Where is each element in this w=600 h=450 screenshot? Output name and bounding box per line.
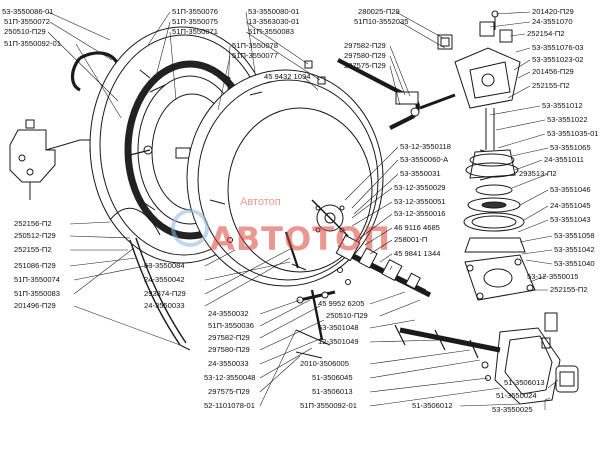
adjusting-lever	[295, 289, 336, 359]
part-label: 46 9116 4685	[394, 223, 440, 232]
part-label: 51П-3550083	[14, 289, 60, 298]
assembly-drawing	[9, 10, 579, 405]
part-label: 53-3551012	[542, 101, 583, 110]
part-label: 53-3551035-01	[547, 129, 599, 138]
brake-drum-shield	[186, 69, 384, 287]
brake-chamber-stack	[419, 10, 536, 301]
part-label: 24-3550032	[208, 309, 249, 318]
part-label: 53-3551022	[547, 115, 588, 124]
part-label: 12-3501049	[318, 337, 359, 346]
part-label: 252155-П2	[550, 285, 588, 294]
part-label: 45 9952 6205	[318, 299, 364, 308]
part-label: 53-3551042	[554, 245, 595, 254]
part-label: 53-3550060-А	[400, 155, 449, 164]
part-label: 53-3550084	[144, 261, 185, 270]
watermark-main: АВТОТОП	[210, 220, 391, 258]
part-label: 280025-П29	[358, 7, 400, 16]
part-label: 53-3501048	[318, 323, 359, 332]
part-label: 51П-3550074	[14, 275, 60, 284]
part-label: 52-1101078-01	[204, 401, 255, 410]
part-label: 53-12-3550048	[204, 373, 256, 382]
part-label: 51П-3550075	[172, 17, 218, 26]
part-label: 53-3550086-01	[2, 7, 54, 16]
part-label: 201420-П29	[532, 7, 574, 16]
air-pipe	[337, 58, 420, 130]
parking-cable	[109, 207, 233, 351]
part-label: 297582-П29	[208, 333, 250, 342]
part-label: 53-12-3550016	[394, 209, 446, 218]
part-label: 252155-П2	[532, 81, 570, 90]
part-label: 250510-П29	[4, 27, 46, 36]
part-label: 53-3551058	[554, 231, 595, 240]
part-label: 51-3506013	[312, 387, 353, 396]
part-label: 51П-3550077	[232, 51, 278, 60]
part-label: 252154-П2	[527, 29, 565, 38]
part-label: 293513-П2	[519, 169, 557, 178]
part-label: 53-3551046	[550, 185, 591, 194]
part-label: 53-3550031	[400, 169, 441, 178]
part-label: 51П10-3552035	[354, 17, 408, 26]
fasteners-center	[284, 60, 351, 285]
part-label: 201496-П29	[14, 301, 56, 310]
part-label: 51-3506045	[312, 373, 353, 382]
part-label: 251086-П29	[14, 261, 56, 270]
part-label: 51-3550024	[496, 391, 537, 400]
part-label: 51П-3550071	[172, 27, 218, 36]
part-label: 51П-3550083	[248, 27, 294, 36]
part-label: 53-3551065	[550, 143, 591, 152]
part-label: 252156-П2	[14, 219, 52, 228]
part-label: 250510-П29	[326, 311, 368, 320]
part-label: 201456-П29	[532, 67, 574, 76]
part-label: 24-3551011	[544, 155, 584, 164]
part-label: 293374-П29	[144, 289, 186, 298]
watermark-small: Автотоп	[240, 196, 281, 208]
part-label: 51П-3550036	[208, 321, 254, 330]
leader-lines	[47, 11, 559, 410]
part-label: 24-3550033	[208, 359, 249, 368]
part-label: 51П-3550092-01	[300, 401, 357, 410]
part-label: 24-3550042	[144, 275, 185, 284]
part-label: 53-3551043	[550, 215, 591, 224]
shaft-assembly	[335, 234, 432, 298]
part-labels: 53-3550086-01 51П-3550072 250510-П29 51П…	[2, 7, 599, 414]
part-label: 258001-П	[394, 235, 427, 244]
part-label: 45 9841 1344	[394, 249, 440, 258]
part-label: 51-3506013	[504, 378, 545, 387]
part-label: 53-12-3550029	[394, 183, 446, 192]
part-label: 297582-П29	[344, 41, 386, 50]
part-label: 53-12-3550015	[527, 272, 579, 281]
part-label: 53-3551076-03	[532, 43, 584, 52]
part-label: 24-3551045	[550, 201, 591, 210]
part-label: 51П-3550072	[4, 17, 50, 26]
part-label: 13-3563030-01	[248, 17, 300, 26]
part-label: 51П-3550076	[172, 7, 218, 16]
part-label: 297580-П29	[344, 51, 386, 60]
part-label: 24-3551070	[532, 17, 573, 26]
part-label: 53-12-3550118	[400, 142, 451, 151]
part-label: 297580-П29	[208, 345, 250, 354]
part-label: 2010-3506005	[300, 359, 349, 368]
cam-housing	[394, 312, 579, 405]
part-label: 24-3550033	[144, 301, 185, 310]
part-label: 51-3506012	[412, 401, 453, 410]
part-label: 53-3551040	[554, 259, 595, 268]
part-label: 53-3550025	[492, 405, 533, 414]
part-label: 250512-П29	[14, 231, 56, 240]
part-label: 51П-3550078	[232, 41, 278, 50]
part-label: 53-3551023-02	[532, 55, 584, 64]
mounting-bracket	[9, 119, 91, 200]
part-label: 45 9432 1094	[264, 72, 310, 81]
part-label: 53-3550080-01	[248, 7, 300, 16]
part-label: 53-12-3550051	[394, 197, 446, 206]
part-label: 252155-П2	[14, 245, 52, 254]
watermark: Автотоп АВТОТОП	[171, 196, 391, 258]
part-label: 51П-3550092-01	[4, 39, 61, 48]
part-label: 297575-П29	[344, 61, 386, 70]
part-label: 297575-П29	[208, 387, 250, 396]
